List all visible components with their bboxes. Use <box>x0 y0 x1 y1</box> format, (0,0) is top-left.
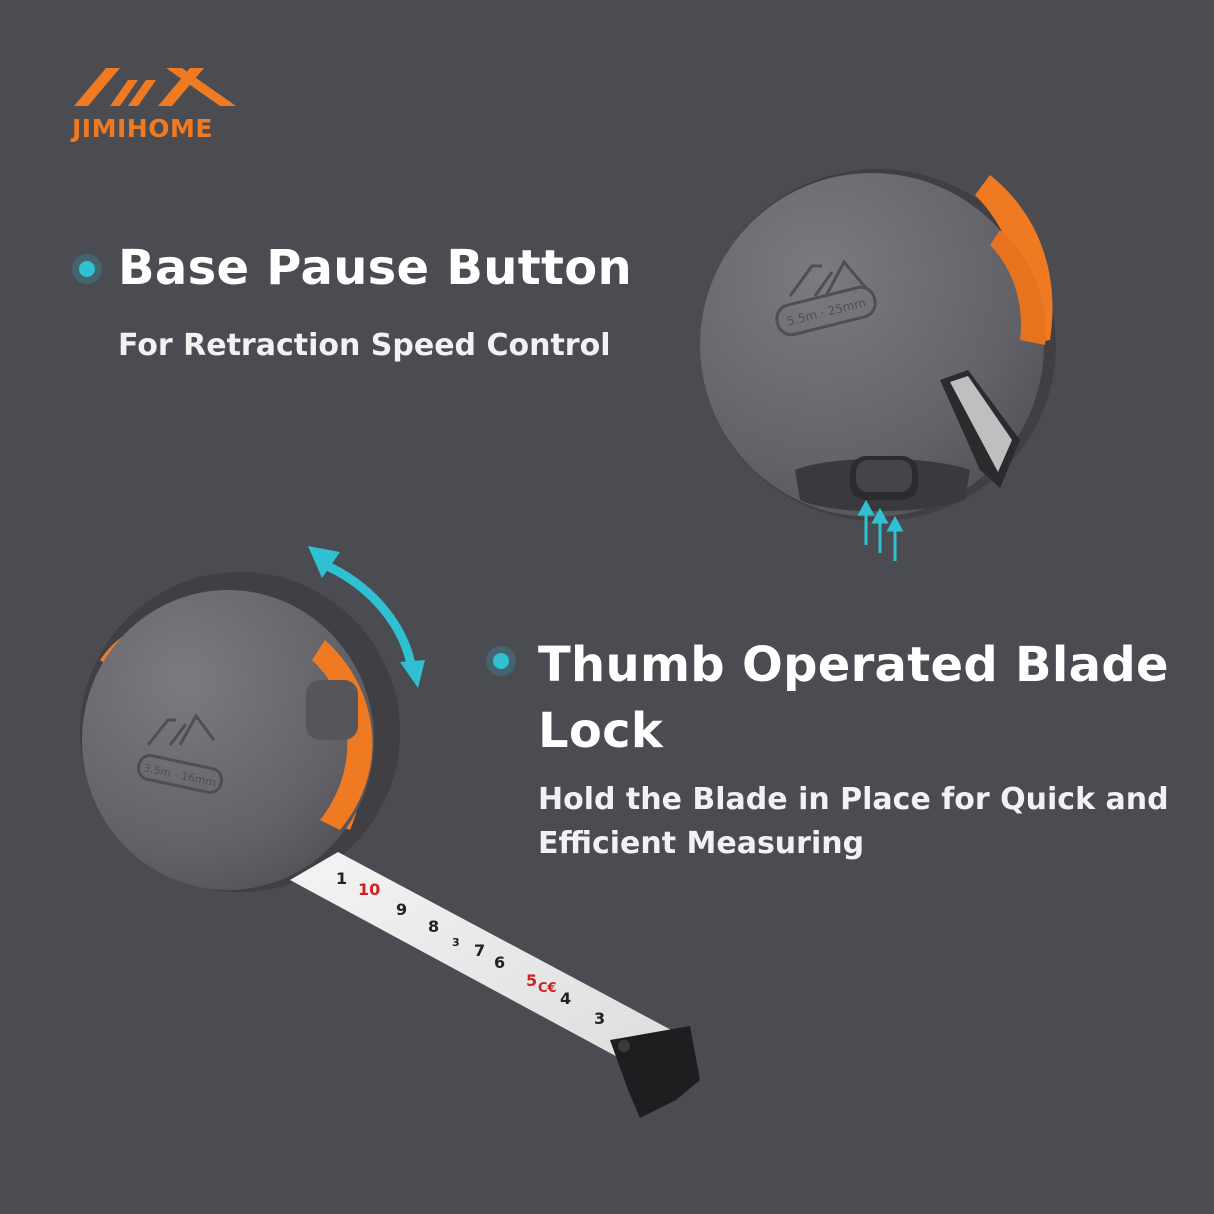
brand-wordmark: JIMIHOME <box>72 114 213 143</box>
rotation-arrow-icon <box>308 546 425 688</box>
feature-1-subtitle: For Retraction Speed Control <box>118 328 611 363</box>
tape-mark: 6 <box>494 953 505 972</box>
tape-measure-top: 5.5m · 25mm <box>700 169 1056 561</box>
tape-mark: 4 <box>560 989 571 1008</box>
feature-2-title: Thumb Operated Blade Lock <box>538 637 1169 759</box>
tape-mark: 7 <box>474 941 485 960</box>
tape-mark: 8 <box>428 917 439 936</box>
tape-mark: 10 <box>358 880 380 899</box>
feature-1-bullet-icon <box>72 254 102 284</box>
tape-mark: C€ <box>538 981 557 996</box>
tape-measure-bottom: 3.5m · 16mm 1 10 9 8 3 7 6 5 4 C€ 3 <box>80 572 700 1118</box>
feature-2-subtitle: Hold the Blade in Place for Quick and Ef… <box>538 782 1169 861</box>
feature-2-bullet-icon <box>486 646 516 676</box>
tape-end-hook <box>610 1026 700 1118</box>
tape-mark: 5 <box>526 971 537 990</box>
tape-mark: 1 <box>336 869 347 888</box>
tape-mark: 3 <box>594 1009 605 1028</box>
tape-mark: 3 <box>452 936 460 949</box>
tape-mark: 9 <box>396 900 407 919</box>
brand-logo <box>74 68 236 106</box>
tape-blade <box>290 852 690 1080</box>
feature-1-title: Base Pause Button <box>118 240 632 296</box>
